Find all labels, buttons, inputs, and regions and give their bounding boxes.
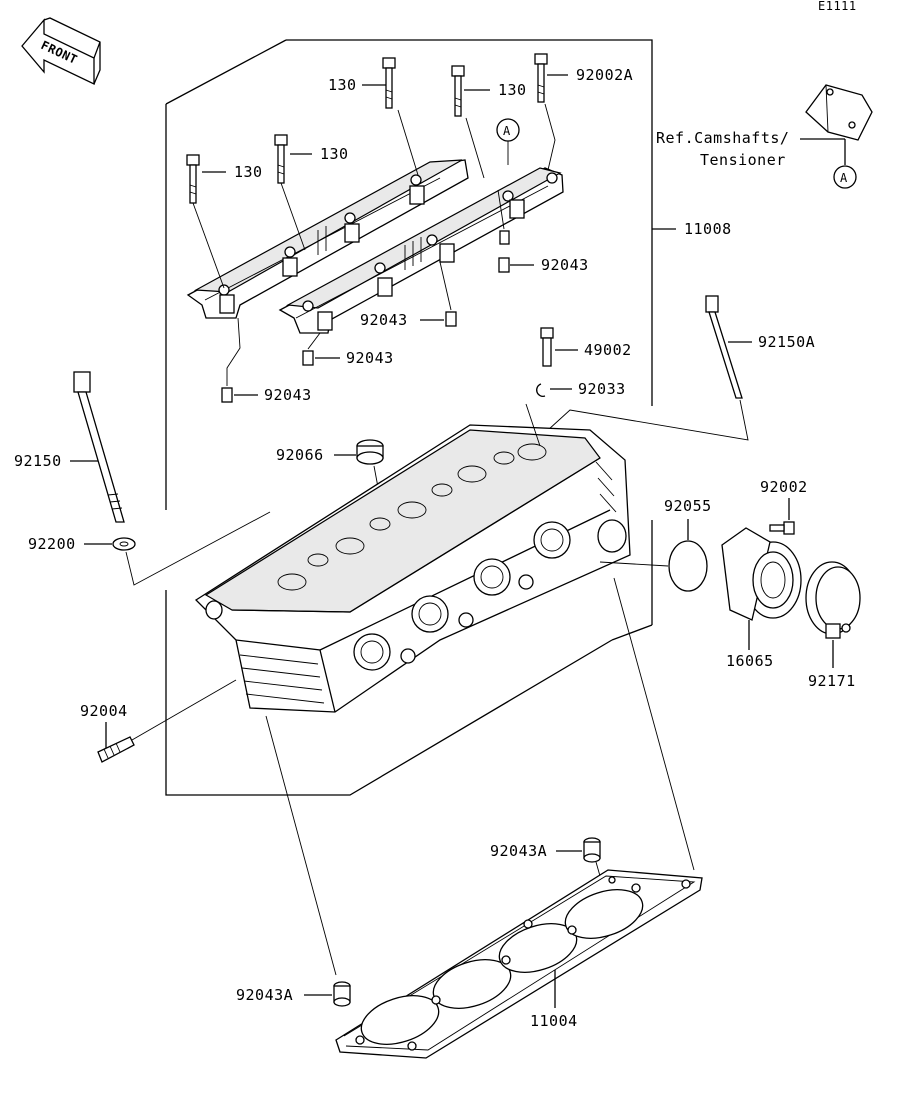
pin-92043-a: [499, 230, 510, 245]
bolt-130-b: [274, 134, 288, 184]
part-label-92033: 92033: [578, 380, 626, 398]
holder-16065: [721, 527, 802, 621]
tensioner-bracket-icon: [805, 84, 873, 141]
head-gasket-11004: [335, 869, 703, 1059]
part-label-130-d: 130: [498, 81, 527, 99]
part-label-92043-a: 92043: [541, 256, 589, 274]
bolt-92002A: [534, 53, 548, 103]
bolt-130-d: [451, 65, 465, 117]
part-label-92043-d: 92043: [264, 386, 312, 404]
pin-92043A-bottom: [333, 981, 351, 1007]
part-label-92043-c: 92043: [346, 349, 394, 367]
reference-line2: Tensioner: [700, 151, 786, 169]
part-label-92043-b: 92043: [360, 311, 408, 329]
part-label-130-b: 130: [320, 145, 349, 163]
reference-line1: Ref.Camshafts/: [656, 129, 789, 147]
part-label-11004: 11004: [530, 1012, 578, 1030]
part-label-130-c: 130: [328, 76, 357, 94]
pin-92043-a-body: [498, 257, 510, 273]
reference-marker-label: A: [840, 171, 848, 185]
front-arrow-icon: FRONT: [21, 17, 101, 86]
part-label-92171: 92171: [808, 672, 856, 690]
pin-92043-c: [302, 350, 314, 366]
part-label-92043A-a: 92043A: [490, 842, 547, 860]
plug-49002: [540, 327, 554, 367]
head-assembly-outline: [286, 39, 653, 406]
reference-marker-icon: [833, 165, 857, 189]
clamp-92171: [805, 561, 861, 639]
marker-a-label: A: [503, 124, 511, 138]
oring-92055: [668, 540, 708, 592]
camshaft-holder-right: [278, 167, 564, 334]
diagram-code: E1111: [818, 0, 857, 13]
bolt-130-a: [186, 154, 200, 204]
part-label-92043A-b: 92043A: [236, 986, 293, 1004]
part-label-11008: 11008: [684, 220, 732, 238]
part-label-92002: 92002: [760, 478, 808, 496]
bolt-130-c: [382, 57, 396, 109]
part-label-92150: 92150: [14, 452, 62, 470]
bolt-92150: [73, 371, 125, 523]
stud-92004: [97, 736, 135, 763]
cylinder-head: [194, 424, 631, 713]
pin-92043A-top: [583, 837, 601, 863]
part-label-92055: 92055: [664, 497, 712, 515]
pin-92043-d: [221, 387, 233, 403]
part-label-92200: 92200: [28, 535, 76, 553]
pin-92043-b: [445, 311, 457, 327]
grommet-92066: [356, 439, 384, 465]
bolt-92150A: [705, 295, 743, 399]
part-label-130-a: 130: [234, 163, 263, 181]
part-label-92066: 92066: [276, 446, 324, 464]
part-label-92150A: 92150A: [758, 333, 815, 351]
camshaft-holder-left: [186, 159, 469, 319]
clip-92033: [536, 383, 546, 397]
bolt-92002: [769, 521, 795, 535]
part-label-16065: 16065: [726, 652, 774, 670]
washer-92200: [112, 537, 136, 551]
part-label-92002A: 92002A: [576, 66, 633, 84]
part-label-49002: 49002: [584, 341, 632, 359]
part-label-92004: 92004: [80, 702, 128, 720]
